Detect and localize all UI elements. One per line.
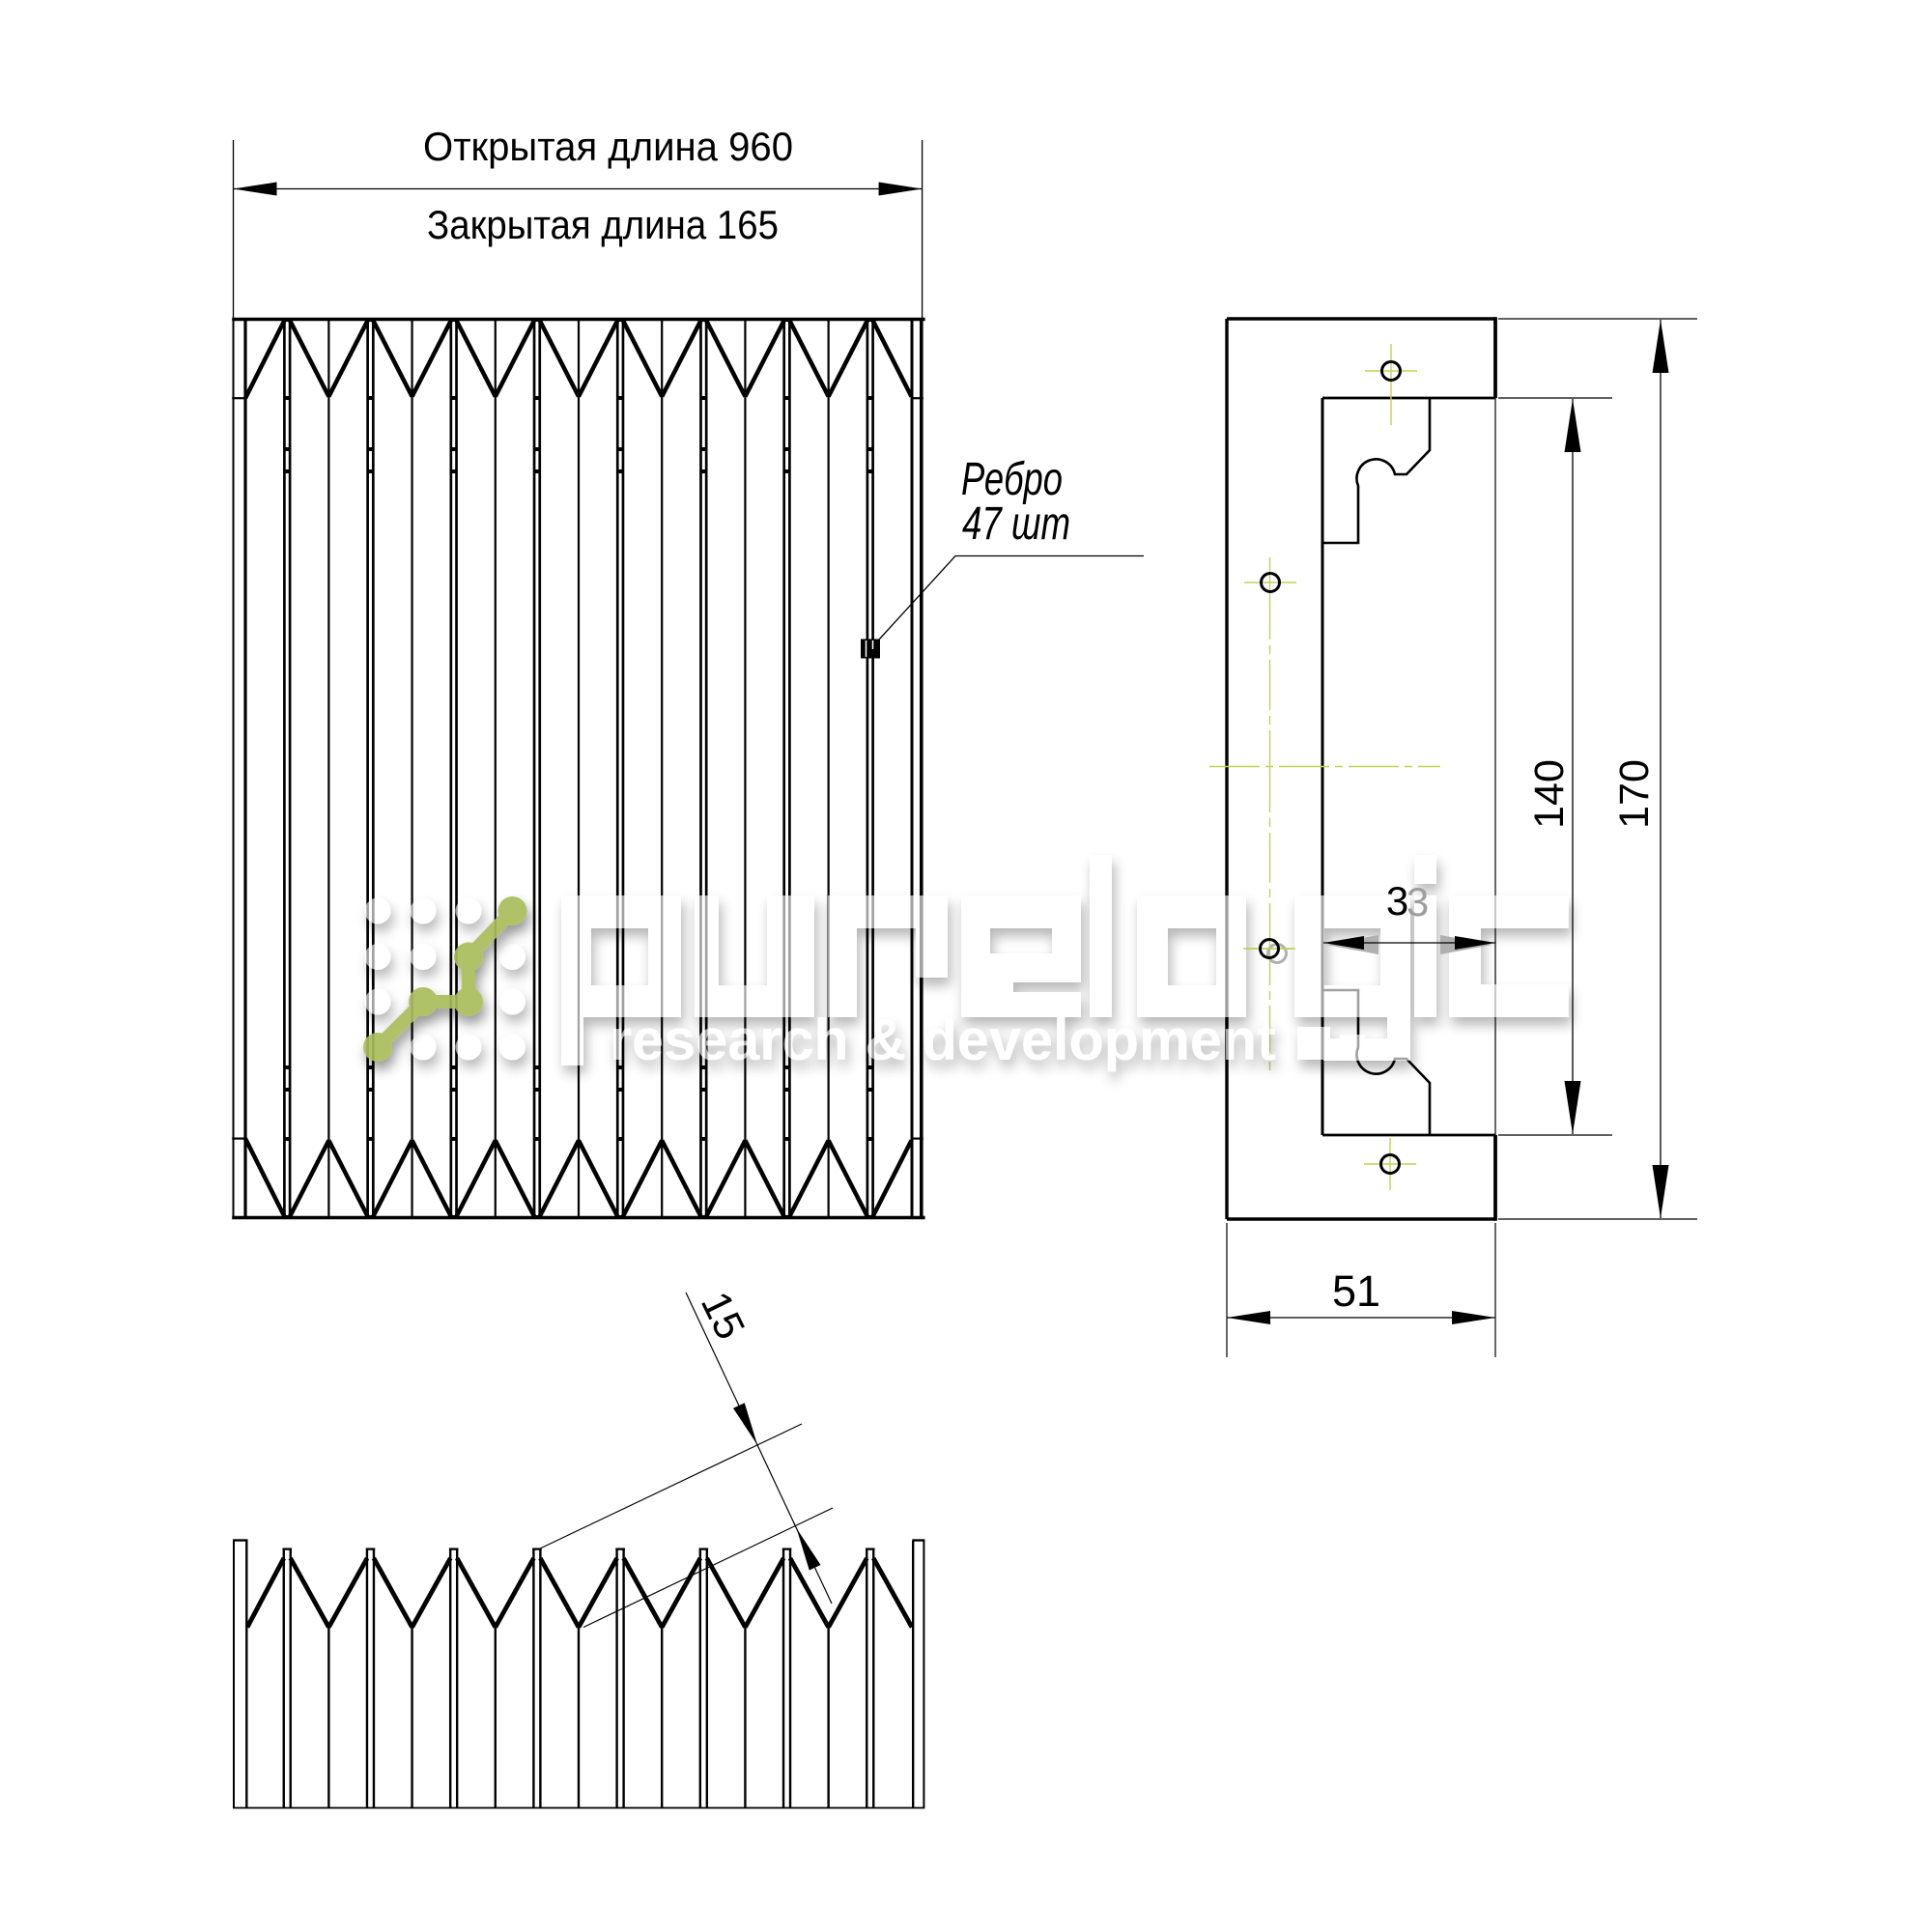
svg-text:3: 3: [1406, 879, 1429, 924]
svg-text:Ребро: Ребро: [961, 454, 1063, 505]
svg-text:140: 140: [1526, 759, 1573, 829]
svg-text:Открытая длина 960: Открытая длина 960: [423, 124, 793, 169]
svg-text:47 шт: 47 шт: [962, 498, 1070, 550]
svg-text:Закрытая длина 165: Закрытая длина 165: [427, 202, 779, 247]
svg-text:3: 3: [1386, 878, 1408, 923]
svg-text:research & development: research & development: [610, 1008, 1276, 1072]
svg-text:51: 51: [1332, 1266, 1380, 1316]
svg-text:170: 170: [1611, 759, 1658, 829]
